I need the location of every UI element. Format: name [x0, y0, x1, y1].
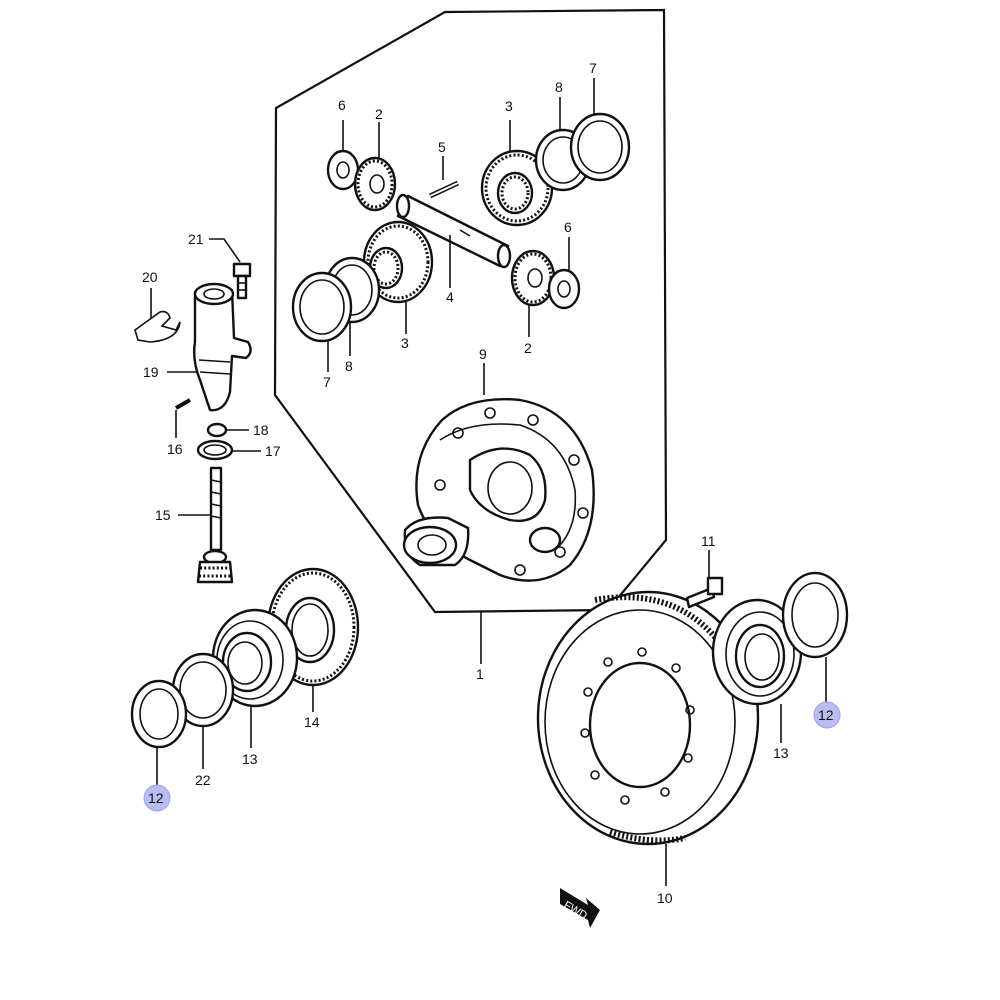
side-gear-3-left [362, 220, 434, 304]
speedometer-driven-gear-15 [196, 466, 234, 584]
oil-seal-18 [206, 422, 228, 438]
highlight-12-left [143, 784, 171, 812]
label-12-right: 12 [818, 707, 834, 723]
label-15: 15 [155, 507, 171, 523]
thrust-washer-7-left [291, 271, 353, 343]
label-13-left: 13 [242, 751, 258, 767]
label-9: 9 [479, 346, 487, 362]
fwd-text: FWD [562, 899, 590, 922]
bolt-21 [232, 262, 252, 300]
label-11: 11 [701, 533, 716, 549]
label-5: 5 [438, 139, 446, 155]
shim-22 [171, 652, 235, 728]
label-8-top: 8 [555, 79, 563, 95]
speedometer-case-19 [192, 282, 252, 412]
label-3-bottom: 3 [401, 335, 409, 351]
label-10: 10 [657, 890, 673, 906]
thrust-washer-7-right [569, 112, 631, 182]
thrust-washer-6-left [326, 149, 360, 191]
leader-lines [150, 78, 827, 886]
oil-seal-12-left [130, 679, 188, 749]
forward-direction-marker: FWD [560, 888, 600, 928]
label-7-top: 7 [589, 60, 597, 76]
label-19: 19 [143, 364, 159, 380]
label-17: 17 [265, 443, 281, 459]
label-7-bottom: 7 [323, 374, 331, 390]
differential-case-9 [402, 398, 595, 582]
label-1: 1 [476, 666, 484, 682]
label-8-bottom: 8 [345, 358, 353, 374]
label-14: 14 [304, 714, 320, 730]
bolt-11 [685, 576, 724, 609]
highlight-12-right [813, 701, 841, 729]
pinion-gear-2-top [353, 156, 397, 212]
label-6-top: 6 [338, 97, 346, 113]
label-18: 18 [253, 422, 269, 438]
label-16: 16 [167, 441, 183, 457]
thrust-washer-6-right [547, 268, 581, 310]
differential-assembly-frame [273, 8, 668, 614]
o-ring-17 [196, 439, 234, 461]
label-2-bottom: 2 [524, 340, 532, 356]
label-4: 4 [446, 289, 454, 305]
pinion-gear-2-bottom [510, 249, 556, 307]
label-13-right: 13 [773, 745, 789, 761]
side-gear-3-right [480, 149, 554, 227]
label-20: 20 [142, 269, 158, 285]
pin-16 [175, 398, 191, 410]
bearing-13-right [711, 598, 803, 706]
pinion-shaft-4 [395, 193, 512, 269]
oil-seal-12-right [781, 571, 849, 659]
label-12-left: 12 [148, 790, 164, 806]
retaining-clip-20 [134, 310, 181, 343]
label-22: 22 [195, 772, 211, 788]
lock-pin-5 [428, 180, 460, 199]
label-2-top: 2 [375, 106, 383, 122]
label-6-right: 6 [564, 219, 572, 235]
label-21: 21 [188, 231, 204, 247]
part-labels: 6 2 5 3 8 7 6 4 3 2 8 7 9 1 21 20 19 18 … [142, 60, 834, 906]
label-3-top: 3 [505, 98, 513, 114]
